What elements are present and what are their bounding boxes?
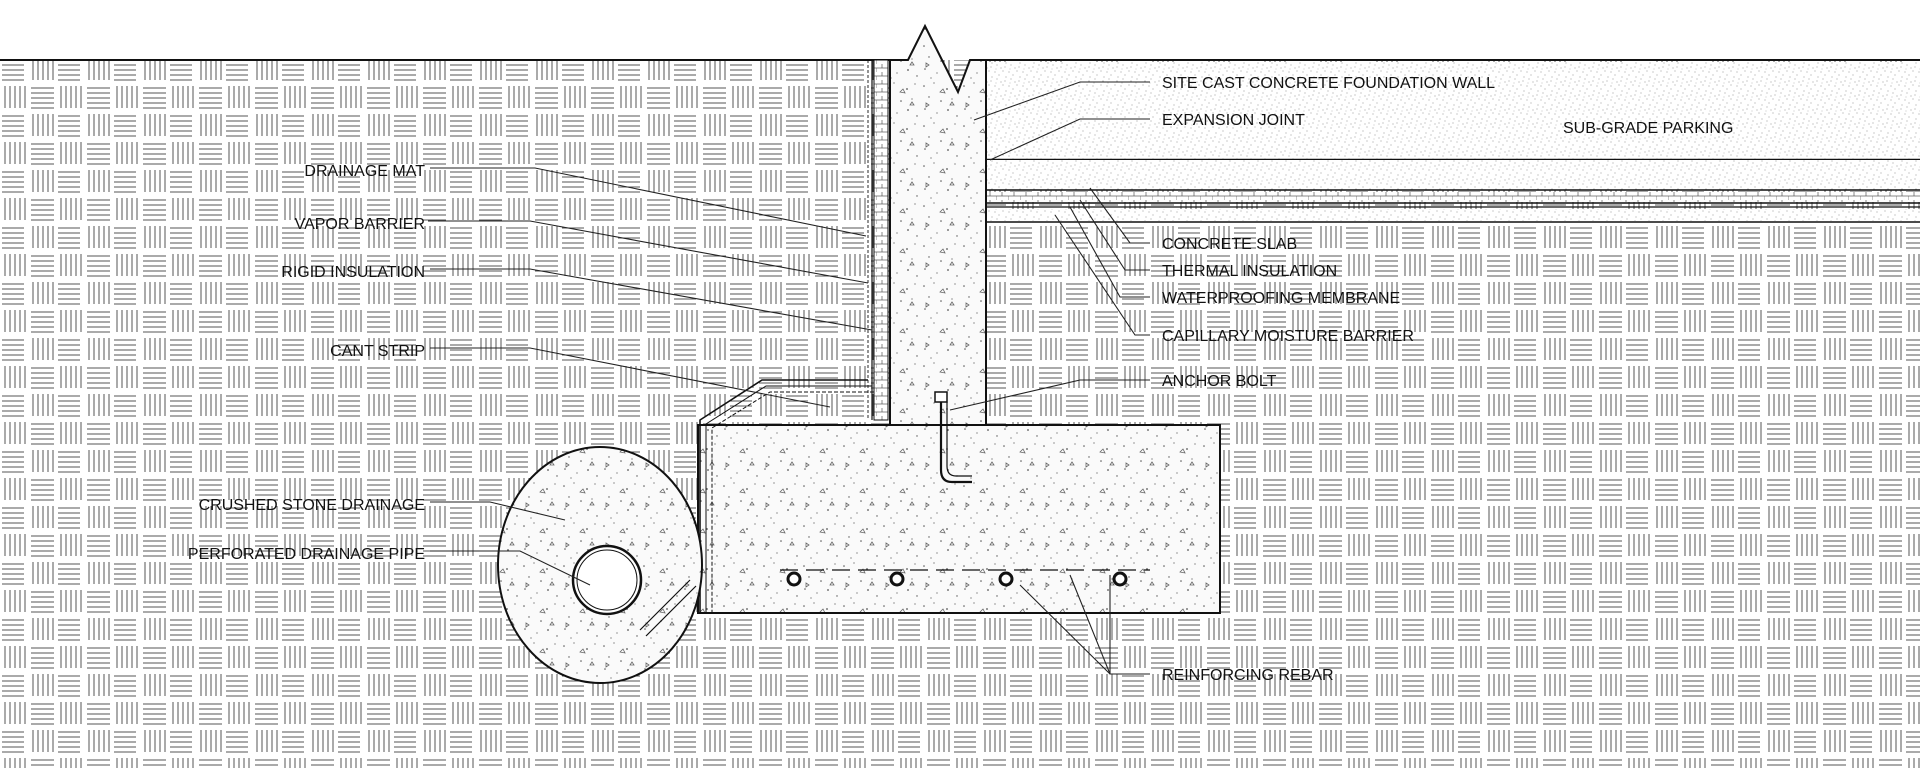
label-perforated-drainage-pipe: PERFORATED DRAINAGE PIPE: [188, 546, 425, 563]
label-thermal-insulation: THERMAL INSULATION: [1162, 263, 1337, 280]
label-crushed-stone-drainage: CRUSHED STONE DRAINAGE: [199, 497, 425, 514]
label-site-cast-wall: SITE CAST CONCRETE FOUNDATION WALL: [1162, 75, 1495, 92]
label-expansion-joint: EXPANSION JOINT: [1162, 112, 1305, 129]
thermal-insulation: [986, 192, 1920, 202]
footing: [697, 424, 1221, 614]
label-capillary-moisture-barrier: CAPILLARY MOISTURE BARRIER: [1162, 328, 1414, 345]
rebar-section: [1112, 571, 1128, 587]
label-sub-grade-parking: SUB-GRADE PARKING: [1563, 120, 1733, 137]
rigid-insulation-layer: [873, 59, 889, 421]
rebar-section: [786, 571, 802, 587]
label-reinforcing-rebar: REINFORCING REBAR: [1162, 667, 1334, 684]
label-waterproofing-membrane: WATERPROOFING MEMBRANE: [1162, 290, 1400, 307]
perforated-drainage-pipe: [571, 544, 643, 616]
label-rigid-insulation: RIGID INSULATION: [281, 264, 425, 281]
cant-strip: [699, 379, 868, 612]
label-anchor-bolt: ANCHOR BOLT: [1162, 373, 1277, 390]
label-cant-strip: CANT STRIP: [330, 343, 425, 360]
anchor-bolt: [934, 391, 972, 484]
label-drainage-mat: DRAINAGE MAT: [304, 163, 425, 180]
label-concrete-slab: CONCRETE SLAB: [1162, 236, 1297, 253]
rebar-section: [998, 571, 1014, 587]
foundation-wall: [889, 23, 987, 426]
capillary-barrier: [986, 209, 1920, 221]
parking-fill: [986, 62, 1920, 160]
label-vapor-barrier: VAPOR BARRIER: [295, 216, 425, 233]
concrete-slab: [986, 160, 1920, 190]
rebar-section: [889, 571, 905, 587]
